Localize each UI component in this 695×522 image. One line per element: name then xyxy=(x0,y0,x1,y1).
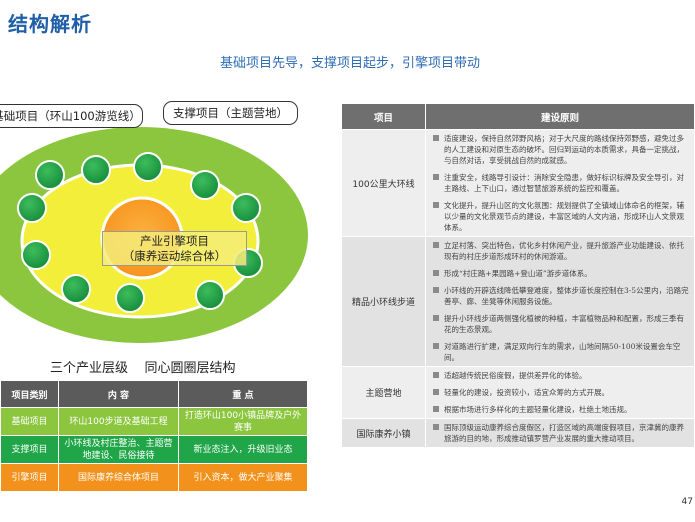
table-row: 国际康养小镇 国际顶级运动康养综合度假区，打造区域的高端度假项目，京津冀的康养旅… xyxy=(341,418,695,448)
table-cell: 基础项目 xyxy=(0,407,59,436)
table-cell: 引入资本，做大产业聚集 xyxy=(178,463,308,492)
principle-bullet: 文化提升，提升山区的文化氛围：规划提供了全镇域山体命名的框架，辅以少量的文化景观… xyxy=(426,197,694,236)
diagram-graphic xyxy=(0,127,308,343)
node-circle xyxy=(61,274,91,304)
table-row: 精品小环线步道 立足村落、突出特色，优化乡村休闲产业，提升旅游产业功能建设、依托… xyxy=(341,236,695,367)
table-row: 基础项目 环山100步道及基础工程 打造环山100小镇品牌及户外赛事 xyxy=(0,407,308,436)
table-row: 100公里大环线 适度建设，保持自然郊野风格；对于大尺度的路线保持郊野感，避免过… xyxy=(341,129,695,237)
core-label-line2: （康养运动综合体） xyxy=(122,249,227,263)
column-header: 项目 xyxy=(341,103,426,130)
node-circle xyxy=(231,193,261,223)
table-cell: 小环线及村庄整治、主题营地建设、民俗接待 xyxy=(58,435,179,464)
concentric-diagram: 基础项目（环山100游览线） 支撑项目（主题营地） 产业引擎项目 （康养运动综合… xyxy=(0,95,330,355)
project-name-cell: 主题营地 xyxy=(341,366,426,419)
table-header-row: 项目 建设原则 xyxy=(341,103,695,130)
diagram-caption: 三个产业层级 同心圆圈层结构 xyxy=(50,361,236,376)
principle-bullet: 根据市场进行多样化的主题轻量化建设，杜绝土地违规。 xyxy=(426,401,694,418)
node-circle xyxy=(21,240,51,270)
base-project-callout: 基础项目（环山100游览线） xyxy=(0,104,143,128)
table-row: 支撑项目 小环线及村庄整治、主题营地建设、民俗接待 新业态注入，升级旧业态 xyxy=(0,435,308,464)
column-header: 建设原则 xyxy=(425,103,695,130)
node-circle xyxy=(195,280,225,310)
principle-bullet: 立足村落、突出特色，优化乡村休闲产业，提升旅游产业功能建设、依托现有的村庄步道形… xyxy=(426,237,694,265)
principle-bullet: 适度建设，保持自然郊野风格；对于大尺度的路线保持郊野感，避免过多的人工建设和对原… xyxy=(426,130,694,169)
table-header-row: 项目类别 内 容 重 点 xyxy=(0,380,308,408)
node-circle xyxy=(133,152,163,182)
node-circle xyxy=(115,283,145,313)
node-group xyxy=(17,152,263,313)
support-project-callout: 支撑项目（主题营地） xyxy=(163,101,298,125)
table-row: 引擎项目 国际康养综合体项目 引入资本，做大产业聚集 xyxy=(0,463,308,492)
node-circle xyxy=(17,193,47,223)
project-name-cell: 精品小环线步道 xyxy=(341,236,426,367)
table-cell: 支撑项目 xyxy=(0,435,59,464)
principle-bullet: 轻量化的建设，投资较小，适宜众筹的方式开展。 xyxy=(426,384,694,401)
principles-cell: 立足村落、突出特色，优化乡村休闲产业，提升旅游产业功能建设、依托现有的村庄步道形… xyxy=(425,236,695,367)
table-cell: 打造环山100小镇品牌及户外赛事 xyxy=(178,407,308,436)
principle-bullet: 形成“村庄路+果园路+登山道”游步道体系。 xyxy=(426,265,694,282)
principle-bullet: 国际顶级运动康养综合度假区，打造区域的高端度假项目，京津冀的康养旅游的目的地，形… xyxy=(426,419,694,447)
principle-bullet: 注重安全，线路导引设计：消除安全隐患，做好标识标牌及安全导引，对主路线、上下山口… xyxy=(426,169,694,197)
page-subtitle: 基础项目先导，支撑项目起步，引擎项目带动 xyxy=(219,56,480,71)
principle-bullet: 适超越传统民俗度假，提供差异化的体验。 xyxy=(426,367,694,384)
project-name-cell: 100公里大环线 xyxy=(341,129,426,237)
column-header: 重 点 xyxy=(178,380,308,408)
construction-principles-table: 项目 建设原则 100公里大环线 适度建设，保持自然郊野风格；对于大尺度的路线保… xyxy=(341,103,695,448)
principles-cell: 适超越传统民俗度假，提供差异化的体验。 轻量化的建设，投资较小，适宜众筹的方式开… xyxy=(425,366,695,419)
core-label-line1: 产业引擎项目 xyxy=(140,234,209,248)
table-cell: 新业态注入，升级旧业态 xyxy=(178,435,308,464)
column-header: 项目类别 xyxy=(0,380,59,408)
table-row: 主题营地 适超越传统民俗度假，提供差异化的体验。 轻量化的建设，投资较小，适宜众… xyxy=(341,366,695,419)
project-name-cell: 国际康养小镇 xyxy=(341,418,426,448)
principles-cell: 国际顶级运动康养综合度假区，打造区域的高端度假项目，京津冀的康养旅游的目的地，形… xyxy=(425,418,695,448)
node-circle xyxy=(81,155,111,185)
node-circle xyxy=(190,170,220,200)
table-cell: 引擎项目 xyxy=(0,463,59,492)
page-title: 结构解析 xyxy=(8,12,92,36)
table-cell: 国际康养综合体项目 xyxy=(58,463,179,492)
table-cell: 环山100步道及基础工程 xyxy=(58,407,179,436)
column-header: 内 容 xyxy=(58,380,179,408)
core-project-label: 产业引擎项目 （康养运动综合体） xyxy=(102,231,247,266)
node-circle xyxy=(35,160,65,190)
principle-bullet: 小环线的开辟选线降低攀登难度，整体步道长度控制在3-5公里内，沿路完善亭、廊、坐… xyxy=(426,282,694,310)
principle-bullet: 提升小环线步道两侧强化植被的种植，丰富植物品种和配置，形成三季有花的生态景观。 xyxy=(426,310,694,338)
page-number: 47 xyxy=(681,497,693,507)
project-category-table: 项目类别 内 容 重 点 基础项目 环山100步道及基础工程 打造环山100小镇… xyxy=(0,380,308,492)
principles-cell: 适度建设，保持自然郊野风格；对于大尺度的路线保持郊野感，避免过多的人工建设和对原… xyxy=(425,129,695,237)
principle-bullet: 对道路进行扩建，满足双向行车的需求，山地间隔50-100米设置会车空间。 xyxy=(426,338,694,366)
